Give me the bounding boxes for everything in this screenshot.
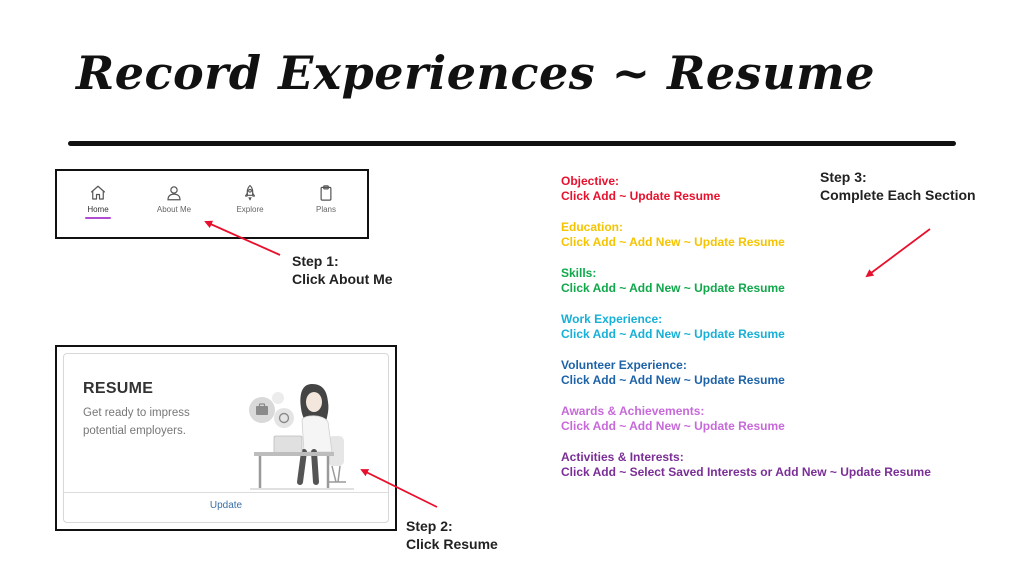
step3-title: Step 3: — [820, 169, 867, 185]
step2-title: Step 2: — [406, 518, 453, 534]
resume-sections-list: Objective: Click Add ~ Update Resume Edu… — [561, 174, 1001, 496]
step2-instruction: Click Resume — [406, 536, 498, 552]
card-divider — [64, 492, 388, 493]
page-title: Record Experiences ~ Resume — [76, 46, 875, 100]
nav-label-about-me: About Me — [156, 205, 192, 214]
section-objective: Objective: Click Add ~ Update Resume — [561, 174, 1001, 204]
section-instruction: Click Add ~ Add New ~ Update Resume — [561, 327, 785, 341]
section-name: Awards & Achievements: — [561, 404, 705, 418]
resume-card[interactable]: RESUME Get ready to impress potential em… — [63, 353, 389, 523]
nav-item-explore[interactable]: Explore — [215, 184, 285, 214]
section-awards-achievements: Awards & Achievements: Click Add ~ Add N… — [561, 404, 1001, 434]
person-at-desk-illustration — [249, 384, 354, 490]
resume-card-title: RESUME — [83, 380, 154, 397]
step3-instruction: Complete Each Section — [820, 187, 976, 203]
resume-card-screenshot: RESUME Get ready to impress potential em… — [55, 345, 397, 531]
home-icon — [90, 185, 106, 200]
step2-label: Step 2: Click Resume — [406, 517, 498, 553]
section-education: Education: Click Add ~ Add New ~ Update … — [561, 220, 1001, 250]
step1-label: Step 1: Click About Me — [292, 252, 393, 288]
section-name: Skills: — [561, 266, 597, 280]
section-volunteer-experience: Volunteer Experience: Click Add ~ Add Ne… — [561, 358, 1001, 388]
resume-card-description: Get ready to impress potential employers… — [83, 407, 190, 437]
active-tab-indicator — [85, 217, 111, 219]
nav-bar-screenshot: Home About Me Explore Plans — [55, 169, 369, 239]
section-name: Objective: — [561, 174, 620, 188]
section-work-experience: Work Experience: Click Add ~ Add New ~ U… — [561, 312, 1001, 342]
section-instruction: Click Add ~ Add New ~ Update Resume — [561, 281, 785, 295]
section-instruction: Click Add ~ Update Resume — [561, 189, 721, 203]
nav-label-plans: Plans — [315, 205, 336, 214]
section-activities-interests: Activities & Interests: Click Add ~ Sele… — [561, 450, 1001, 480]
update-link[interactable]: Update — [209, 500, 243, 511]
section-instruction: Click Add ~ Add New ~ Update Resume — [561, 419, 785, 433]
step3-label: Step 3: Complete Each Section — [820, 168, 976, 204]
clipboard-icon — [320, 185, 332, 201]
section-name: Work Experience: — [561, 312, 663, 326]
section-instruction: Click Add ~ Add New ~ Update Resume — [561, 235, 785, 249]
section-name: Volunteer Experience: — [561, 358, 687, 372]
nav-item-plans[interactable]: Plans — [291, 184, 361, 214]
title-divider — [68, 141, 956, 146]
nav-item-about-me[interactable]: About Me — [139, 184, 209, 214]
nav-label-home: Home — [87, 205, 109, 214]
section-instruction: Click Add ~ Select Saved Interests or Ad… — [561, 465, 931, 479]
nav-item-home[interactable]: Home — [63, 184, 133, 219]
section-instruction: Click Add ~ Add New ~ Update Resume — [561, 373, 785, 387]
step1-instruction: Click About Me — [292, 271, 393, 287]
step1-title: Step 1: — [292, 253, 339, 269]
rocket-icon — [244, 184, 256, 201]
section-name: Education: — [561, 220, 623, 234]
section-name: Activities & Interests: — [561, 450, 684, 464]
section-skills: Skills: Click Add ~ Add New ~ Update Res… — [561, 266, 1001, 296]
user-icon — [167, 186, 181, 201]
nav-label-explore: Explore — [236, 205, 264, 214]
